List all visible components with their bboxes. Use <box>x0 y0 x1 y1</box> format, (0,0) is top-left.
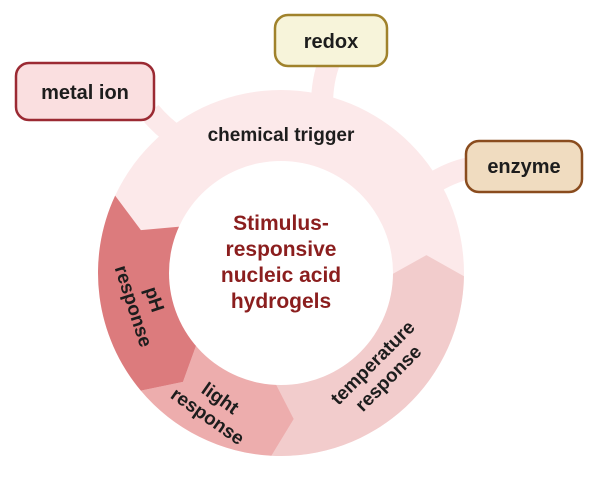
trigger-box-redox-shape <box>273 13 389 68</box>
center-title-line-3: nucleic acid <box>221 264 341 287</box>
ring-segment-temperature-response <box>271 255 464 456</box>
ring-segment-light-response <box>140 343 294 456</box>
trigger-box-enzyme: enzyme <box>464 139 584 194</box>
trigger-label-metal-ion: metal ion <box>41 82 129 104</box>
stimulus-ring <box>98 90 464 456</box>
center-core <box>169 161 393 385</box>
trigger-label-enzyme: enzyme <box>487 156 560 178</box>
trigger-box-redox: redox <box>273 13 389 68</box>
trigger-box-enzyme-shape <box>464 139 584 194</box>
center-title: Stimulus- responsive nucleic acid hydrog… <box>221 212 341 313</box>
trigger-box-metal-ion-shape <box>14 61 156 122</box>
label-chemical-trigger: chemical trigger <box>208 125 355 146</box>
trigger-label-redox: redox <box>304 31 358 53</box>
center-title-line-4: hydrogels <box>231 290 331 313</box>
trigger-box-metal-ion: metal ion <box>14 61 156 122</box>
center-title-line-1: Stimulus- <box>233 212 329 235</box>
center-title-line-2: responsive <box>226 238 337 261</box>
ring-segment-ph-response <box>98 195 197 391</box>
